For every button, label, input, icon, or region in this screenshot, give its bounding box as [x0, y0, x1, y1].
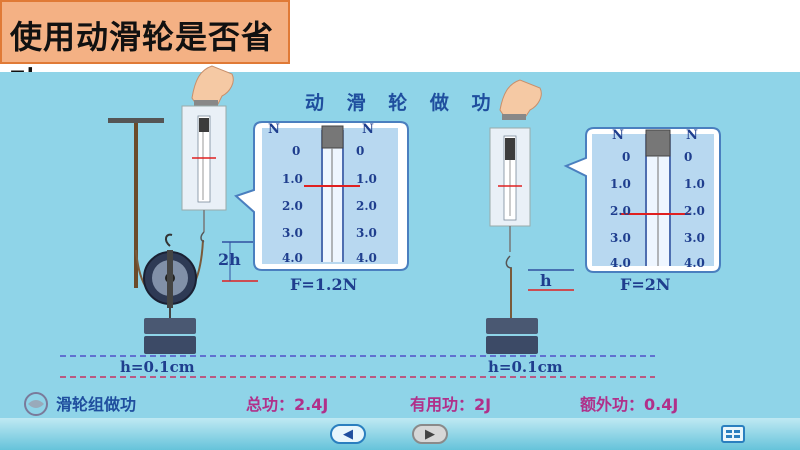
zoom-unit-right-b: N — [686, 128, 698, 143]
zoom-tick-right: 0 — [622, 150, 631, 164]
next-button[interactable]: ▶ — [412, 424, 448, 444]
hand-icon — [499, 79, 542, 120]
spring-scale-left — [181, 105, 227, 243]
height-label-right: h=0.1cm — [488, 358, 563, 376]
zoom-tick-left: 2.0 — [356, 199, 377, 213]
zoom-callout-left — [234, 121, 409, 271]
zoom-tick-right: 2.0 — [684, 204, 705, 218]
zoom-tick-right: 4.0 — [684, 256, 705, 270]
pulley-section-icon — [24, 392, 48, 416]
force-label-left: F=1.2N — [290, 275, 358, 294]
support-bar — [108, 118, 164, 123]
zoom-tick-left: 1.0 — [356, 172, 377, 186]
weight-block-left — [144, 306, 196, 354]
zoom-unit-right-a: N — [612, 128, 624, 143]
zoom-tick-left: 1.0 — [282, 172, 303, 186]
zoom-tick-left: 4.0 — [282, 251, 303, 265]
zoom-tick-right: 1.0 — [610, 177, 631, 191]
zoom-unit-left-b: N — [362, 122, 374, 137]
right-setup — [486, 79, 574, 354]
zoom-tick-right: 0 — [684, 150, 693, 164]
zoom-tick-right: 2.0 — [610, 204, 631, 218]
arrow-left-icon: ◀ — [343, 426, 353, 441]
height-label-left: h=0.1cm — [120, 358, 195, 376]
rise-label-right: h — [540, 271, 552, 290]
zoom-tick-right: 1.0 — [684, 177, 705, 191]
zoom-tick-left: 3.0 — [356, 226, 377, 240]
title-banner: 使用动滑轮是否省功 — [0, 0, 290, 102]
useful-work: 有用功：2J — [410, 395, 492, 414]
zoom-tick-left: 3.0 — [282, 226, 303, 240]
zoom-tick-left: 0 — [356, 144, 365, 158]
zoom-tick-left: 0 — [292, 144, 301, 158]
menu-button[interactable] — [721, 425, 745, 443]
rise-label-left: 2h — [218, 250, 241, 269]
weight-block-right — [486, 318, 538, 354]
zoom-tick-right: 3.0 — [684, 231, 705, 245]
left-setup — [108, 65, 258, 354]
spring-scale-right — [489, 127, 531, 269]
zoom-callout-right — [563, 127, 721, 273]
prev-button[interactable]: ◀ — [330, 424, 366, 444]
arrow-right-icon: ▶ — [425, 426, 435, 441]
panel-heading: 动 滑 轮 做 功 — [305, 92, 499, 114]
menu-grid-icon — [726, 430, 740, 438]
zoom-tick-left: 2.0 — [282, 199, 303, 213]
hand-icon — [191, 65, 234, 106]
movable-pulley-icon — [143, 233, 197, 308]
zoom-tick-right: 3.0 — [610, 231, 631, 245]
summary-section-label: 滑轮组做功 — [56, 395, 137, 414]
footer-bar — [0, 418, 800, 450]
extra-work: 额外功：0.4J — [580, 395, 679, 414]
zoom-tick-left: 4.0 — [356, 251, 377, 265]
total-work: 总功：2.4J — [246, 395, 329, 414]
support-post — [134, 123, 138, 288]
zoom-unit-left-a: N — [268, 122, 280, 137]
zoom-tick-right: 4.0 — [610, 256, 631, 270]
force-label-right: F=2N — [620, 275, 671, 294]
